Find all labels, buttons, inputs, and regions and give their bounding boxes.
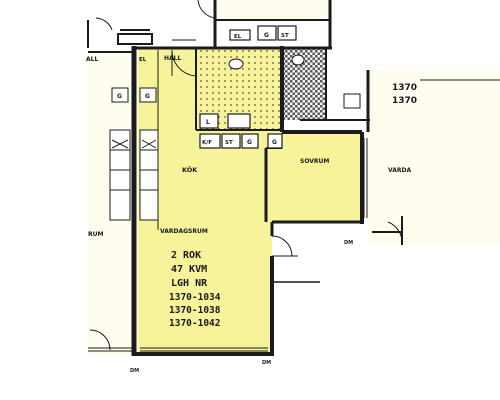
apartment-area: [138, 48, 360, 352]
marker-dm-3: DM: [262, 360, 271, 366]
room-label-kok: KÖK: [182, 165, 198, 174]
apartment-number-2: 1370-1038: [169, 305, 221, 316]
room-label-hall: HALL: [164, 55, 181, 62]
fixture-el-top: EL: [234, 34, 242, 40]
room-label-neighbor-all: ALL: [86, 56, 98, 63]
apartment-number-1: 1370-1034: [169, 292, 221, 303]
fixture-g-top: G: [264, 32, 269, 39]
neighbor-toilet: [291, 54, 305, 66]
apartment-type: 2 ROK: [171, 250, 201, 261]
apartment-lgh-label: LGH NR: [171, 278, 208, 289]
toilet: [228, 58, 244, 70]
neighbor-left-cabinets: [109, 87, 159, 221]
fixture-st: ST: [225, 140, 233, 146]
room-label-neighbor-varda: VARDA: [388, 167, 411, 174]
apartment-area-text: 47 KVM: [171, 264, 207, 275]
neighbor-bathroom-floor: [284, 48, 326, 120]
neighbor-right-area: [368, 70, 500, 245]
fixtures: [199, 25, 297, 149]
room-label-sovrum: SOVRUM: [300, 158, 329, 165]
room-label-neighbor-rum: RUM: [88, 231, 103, 238]
apartment-number-3: 1370-1042: [169, 318, 220, 329]
neighbor-number-1: 1370: [392, 83, 417, 93]
room-label-vardagsrum: VARDAGSRUM: [160, 228, 208, 235]
fixture-l: L: [206, 119, 210, 126]
fixture-st-top: ST: [281, 33, 289, 39]
windows: [88, 138, 368, 352]
marker-dm-1: DM: [344, 240, 353, 246]
neighbor-walls: [87, 0, 500, 245]
neighbor-sink: [343, 93, 361, 109]
fixture-g-left-1: G: [117, 93, 122, 100]
doors: [89, 0, 403, 351]
fixture-g-left-2: G: [145, 93, 150, 100]
room-label-el: EL: [139, 57, 147, 63]
fixture-g-1: G: [247, 139, 252, 146]
neighbor-number-2: 1370: [392, 96, 417, 106]
fixture-g-2: G: [272, 139, 277, 146]
marker-dm-2: DM: [130, 368, 139, 374]
neighbor-top-area: [215, 0, 330, 20]
fixture-kf: K/F: [202, 140, 212, 146]
